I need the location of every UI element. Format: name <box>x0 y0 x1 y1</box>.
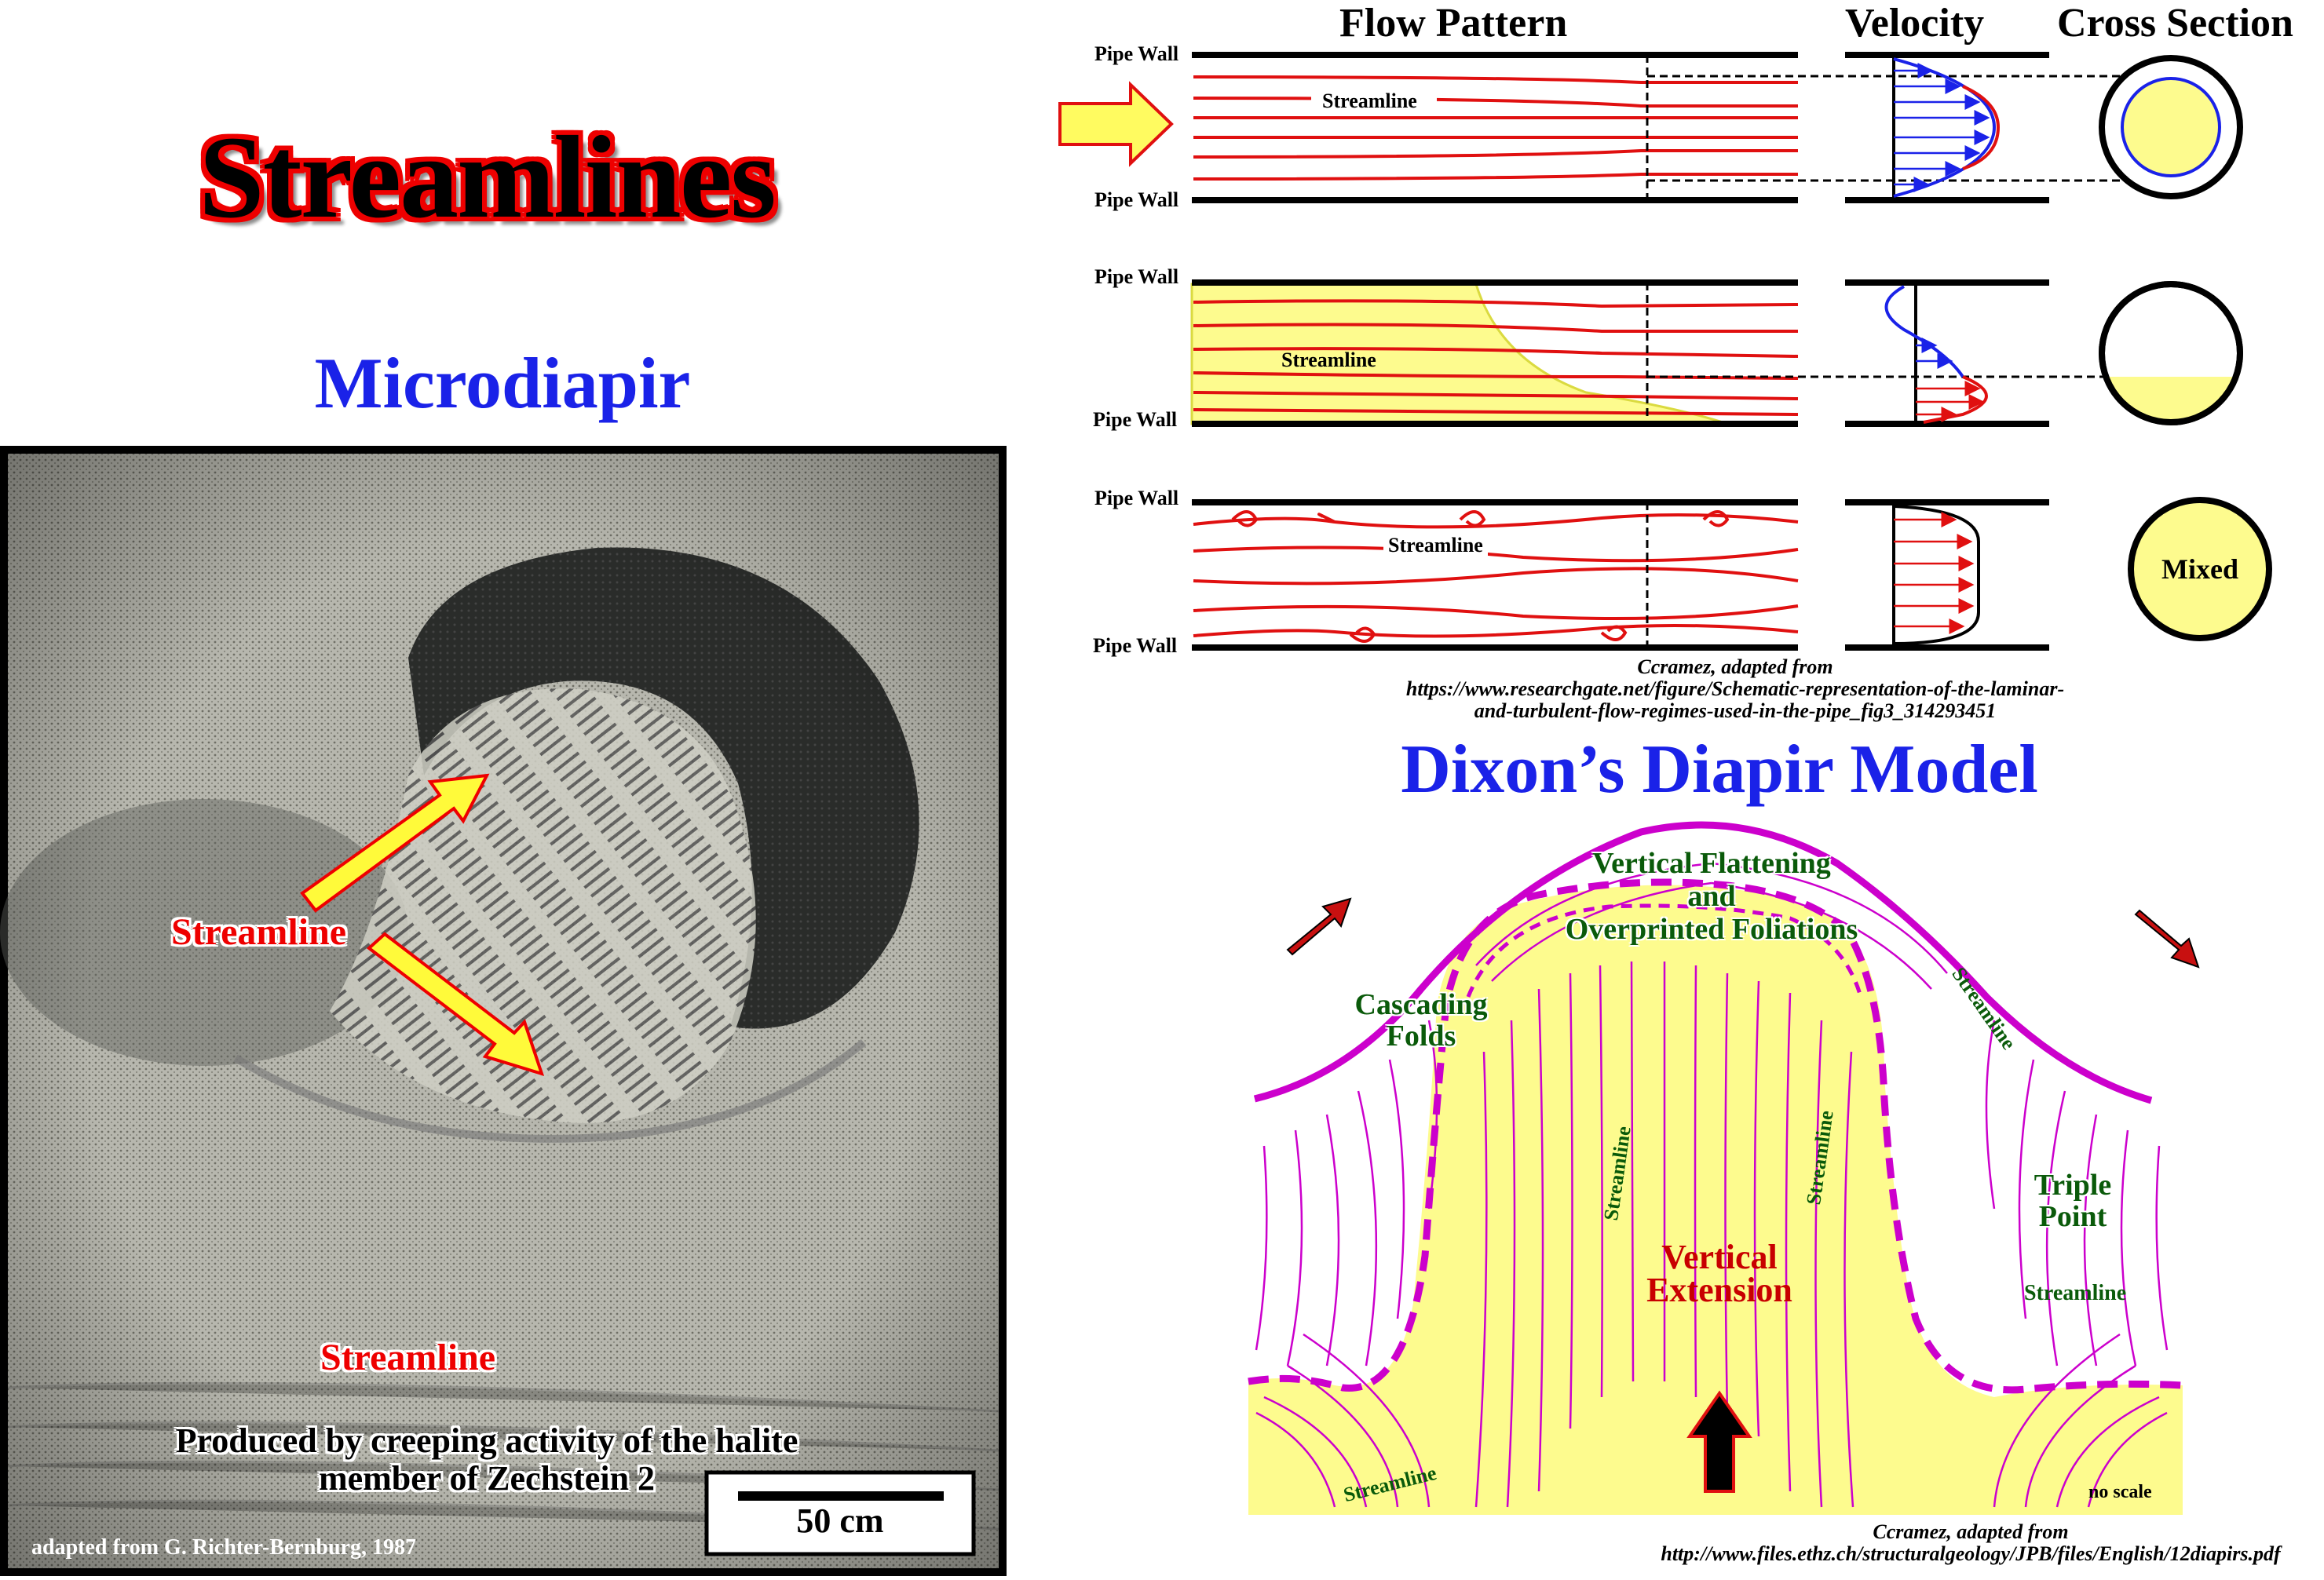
pipe-wall-label-4: Pipe Wall <box>1093 408 1178 431</box>
header-velocity: Velocity <box>1845 1 1985 46</box>
photo-illustration <box>0 454 999 1568</box>
dixon-title: Dixon’s Diapir Model <box>1401 732 2038 808</box>
vertical-ext-line2: Extension <box>1646 1271 1792 1309</box>
vf-line2: and <box>1687 880 1736 913</box>
header-flow-pattern: Flow Pattern <box>1339 1 1568 46</box>
microdiapir-subtitle: Microdiapir <box>314 343 691 423</box>
pipe-wall-label-5: Pipe Wall <box>1094 487 1179 509</box>
photo-streamline-label-2: Streamline <box>320 1337 496 1378</box>
photo-caption-line1: Produced by creeping activity of the hal… <box>175 1421 798 1460</box>
flow-credit-line3: and-turbulent-flow-regimes-used-in-the-p… <box>1474 699 1997 722</box>
flow-credit-line2: https://www.researchgate.net/figure/Sche… <box>1405 677 2065 700</box>
pipe-wall-label-6: Pipe Wall <box>1093 634 1178 657</box>
photo-caption-line2: member of Zechstein 2 <box>318 1459 656 1498</box>
photo-streamline-label-1: Streamline <box>171 911 347 953</box>
pipe-wall-label-3: Pipe Wall <box>1094 265 1179 288</box>
vertical-ext-line1: Vertical <box>1661 1238 1778 1276</box>
vf-line1: Vertical Flattening <box>1592 847 1831 880</box>
triple-line1: Triple <box>2034 1169 2112 1202</box>
cascading-line1: Cascading <box>1354 988 1488 1021</box>
streamline-label-turbulent: Streamline <box>1383 534 1488 557</box>
streamline-label-laminar: Streamline <box>1322 89 1417 112</box>
dixon-streamline-right: Streamline <box>2024 1281 2127 1305</box>
vf-line3: Overprinted Foliations <box>1565 913 1858 946</box>
pipe-wall-label-1: Pipe Wall <box>1094 42 1179 65</box>
dixon-credit-line2: http://www.files.ethz.ch/structuralgeolo… <box>1661 1542 2281 1565</box>
header-cross-section: Cross Section <box>2057 1 2293 46</box>
cascading-line2: Folds <box>1386 1020 1456 1053</box>
page-title: Streamlines <box>199 112 776 243</box>
mixed-label: Mixed <box>2161 553 2238 585</box>
photo-credit: adapted from G. Richter-Bernburg, 1987 <box>31 1535 416 1560</box>
scale-bar-label: 50 cm <box>796 1502 884 1540</box>
dixon-diapir-diagram <box>1248 821 2200 1515</box>
pipe-wall-label-2: Pipe Wall <box>1094 188 1179 211</box>
triple-line2: Point <box>2038 1200 2107 1233</box>
dixon-credit-line1: Ccramez, adapted from <box>1873 1520 2069 1543</box>
flow-credit-line1: Ccramez, adapted from <box>1637 655 1833 678</box>
microdiapir-photo <box>0 446 1007 1576</box>
flow-pattern-diagram <box>1058 52 2272 651</box>
no-scale-label: no scale <box>2088 1482 2152 1502</box>
streamline-label-stratified: Streamline <box>1281 348 1376 371</box>
